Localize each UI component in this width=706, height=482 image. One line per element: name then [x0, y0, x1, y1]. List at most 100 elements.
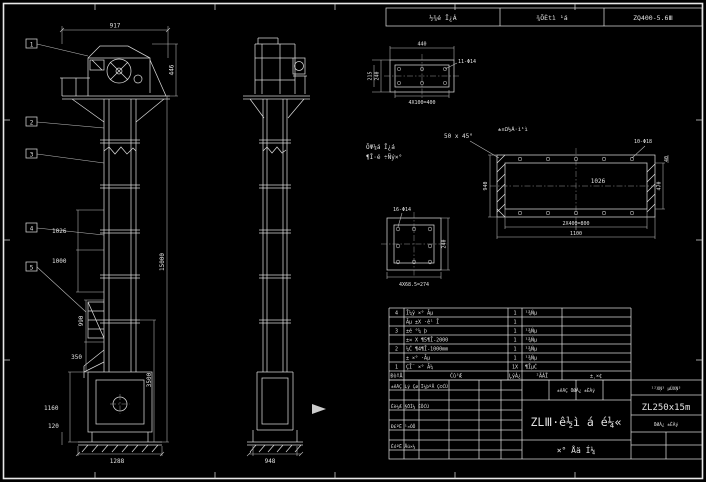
dim-upper-a: 1026 [52, 228, 67, 235]
bom-desc: ¼Ć ¶4¶Ī-1000mm [406, 346, 448, 353]
note-plate: ±¤Ω½Á·ì¹ì [498, 126, 528, 133]
sig-row-1: ±êĀÇ Ļý Çø Ī¼þºÅ Ç©ĆÚ [391, 383, 448, 390]
dim-c-spacing: 2X400=800 [562, 221, 589, 227]
dim-c-total: 1100 [570, 231, 582, 237]
model-number: ZL250x15m [642, 403, 691, 413]
dim-c-left: 940 [483, 181, 489, 190]
bom-header-note: ±¸×¢ [590, 374, 602, 380]
bom-mat: ¹¾Ńµ [525, 328, 537, 335]
drive-motor [294, 61, 304, 71]
bom-qty: 1 [513, 338, 516, 344]
sig-row-3: Đ£ºË ¹¤ÒÕ [391, 423, 416, 430]
bom-row: ±¤ X ¶5¶Ī-2000 1 ¹¾Ńµ [406, 337, 537, 344]
detail-flange-b: 16-Φ14 240 4X68.5=274 [381, 207, 450, 288]
bom-no: 1 [395, 365, 398, 371]
bom-desc: Āµ ±X ·ê¹ Ī [406, 319, 439, 326]
bom-desc: ±¤ X ¶5¶Ī-2000 [406, 337, 448, 344]
bom-header-no: ĐòºÅ [390, 373, 402, 380]
note-line-1: ÕΨ¼á Ī¿á [366, 144, 395, 151]
bom-desc: ÇĪ¨ ×° Ā¼ [406, 364, 433, 371]
drawing-title: ZLⅢ·ê½ì á é¼« [530, 415, 621, 429]
dim-top-width: 917 [110, 23, 121, 30]
bom-row: 4 Ī¼ý ×° Āµ 1 ¹¾Ńµ [395, 310, 537, 317]
bom-header-desc: Ćû³Æ [450, 373, 462, 380]
balloon-1: 1 [30, 42, 34, 49]
note-line-2: ¶Ī·é ÷Ñý×° [366, 154, 402, 161]
bom-table: 4 Ī¼ý ×° Āµ 1 ¹¾Ńµ Āµ ±X ·ê¹ Ī 1 3 ±é °¼… [388, 307, 632, 381]
bom-mat: ¹¾Ńµ [525, 355, 537, 362]
dim-total-height: 15000 [159, 253, 166, 271]
bom-qty: 1 [513, 329, 516, 335]
dim-upper-b: 1000 [52, 258, 67, 265]
zone-ticks [3, 3, 703, 479]
bom-qty: 1 [513, 320, 516, 326]
bom-row: 1 ÇĪ¨ ×° Ā¼ 1X ¶ĪµĆ [395, 364, 537, 371]
bom-desc: Ī¼ý ×° Āµ [406, 310, 433, 317]
bom-qty: 1 [513, 356, 516, 362]
dim-a-left-inner: 215 [368, 71, 374, 80]
bom-no: 4 [395, 311, 398, 317]
balloon-4: 4 [30, 226, 34, 233]
bom-header-qty: ĻýÁ¿ [509, 373, 521, 380]
balloon-2: 2 [30, 120, 34, 127]
bom-qty: 1 [513, 347, 516, 353]
dim-mid-a: 990 [78, 315, 85, 326]
head-pulley [106, 58, 132, 84]
bom-desc: ±é °¼ þ [406, 328, 427, 335]
bom-mat: ¶ĪµĆ [525, 364, 537, 371]
bom-header-mat: ²ÄÁÏ [536, 373, 548, 380]
balloon-3: 3 [30, 152, 34, 159]
bom-row: 2 ¼Ć ¶4¶Ī-1000mm 1 ¹¾Ńµ [395, 346, 537, 353]
title-block: ±êĀÇ Ļý Çø Ī¼þºÅ Ç©ĆÚ Éè¼Æ §ÖÍ¼ ÈÕĆÚ Đ£º… [388, 379, 703, 460]
sig-row-4: ÉóºË Åú×¼ [391, 442, 416, 450]
strip-cell-1: ½¾é Ī¿Á [429, 13, 456, 22]
page-count: ¹²XŅ³ µÚXŅ³ [651, 385, 681, 392]
dim-c-holes: 10-Φ18 [634, 139, 652, 145]
dim-base-width: 1288 [110, 458, 125, 465]
bom-no: 2 [395, 347, 398, 353]
dim-a-top: 440 [417, 42, 426, 48]
dim-boot-b: 120 [48, 423, 59, 430]
strip-cell-3: ZQ400-5.6Ⅲ [633, 14, 673, 22]
bom-row: ± ×° ·Āµ 1 ¹¾Ńµ [406, 355, 537, 362]
dim-head-height: 446 [169, 64, 176, 75]
front-view-dimensions: 917 446 15000 3500 1026 1000 990 350 116… [44, 23, 178, 465]
dim-b-right: 240 [442, 239, 448, 248]
balloon-5: 5 [30, 265, 34, 272]
dim-mid-b: 350 [71, 354, 82, 361]
dim-side-base: 948 [265, 458, 276, 465]
weight-scale: ÖØÁ¿ ±ÈÀý [654, 420, 679, 428]
bom-row: 3 ±é °¼ þ 1 ¹¾Ńµ [395, 328, 537, 335]
sig-row-2: Éè¼Æ §ÖÍ¼ ÈÕĆÚ [391, 402, 429, 410]
side-view: 948 [243, 37, 310, 465]
bom-no: 3 [395, 329, 398, 335]
front-view: 1 2 3 4 5 917 446 15000 3500 1026 1000 9… [25, 23, 178, 465]
bom-mat: ¹¾Ńµ [525, 337, 537, 344]
dim-a-bottom: 4X100=400 [408, 100, 435, 106]
detail-flange-a: 440 240 215 11-Φ14 4X100=400 [368, 42, 477, 107]
bom-row: Āµ ±X ·ê¹ Ī 1 [406, 319, 517, 326]
detail-plate: 10-Φ18 1026 940 470 40 2X400=800 1100 [483, 139, 670, 239]
dim-a-left-outer: 240 [375, 71, 381, 80]
bom-qty: 1X [512, 365, 518, 371]
strip-cell-2: ¾ÕÈtì ¹á [536, 13, 567, 22]
dim-section-height: 3500 [146, 372, 153, 387]
title-mid-row: ±êĀÇ ÖØÁ¿ ±ÈÀý [557, 386, 595, 394]
bom-qty: 1 [513, 311, 516, 317]
bom-mat: ¹¾Ńµ [525, 310, 537, 317]
bom-desc: ± ×° ·Āµ [406, 355, 430, 362]
dim-c-inner: 1026 [591, 178, 606, 185]
dim-boot-a: 1160 [44, 405, 59, 412]
note-chamfer: 50 x 45° [444, 133, 473, 140]
title-strip: ½¾é Ī¿Á ¾ÕÈtì ¹á ZQ400-5.6Ⅲ [385, 7, 703, 27]
dim-c-right: 470 [657, 181, 663, 190]
bom-header-row: ĐòºÅ Ćû³Æ ĻýÁ¿ ²ÄÁÏ ±¸×¢ [390, 373, 602, 380]
balloon-labels: 1 2 3 4 5 [25, 38, 105, 313]
dim-a-holes: 11-Φ14 [458, 59, 476, 65]
section-marker [312, 404, 326, 414]
dim-b-holes: 16-Φ14 [393, 207, 411, 213]
dim-c-right-small: 40 [664, 156, 670, 162]
notes: ÕΨ¼á Ī¿á ¶Ī·é ÷Ñý×° 50 x 45° ±¤Ω½Á·ì¹ì [366, 126, 528, 161]
